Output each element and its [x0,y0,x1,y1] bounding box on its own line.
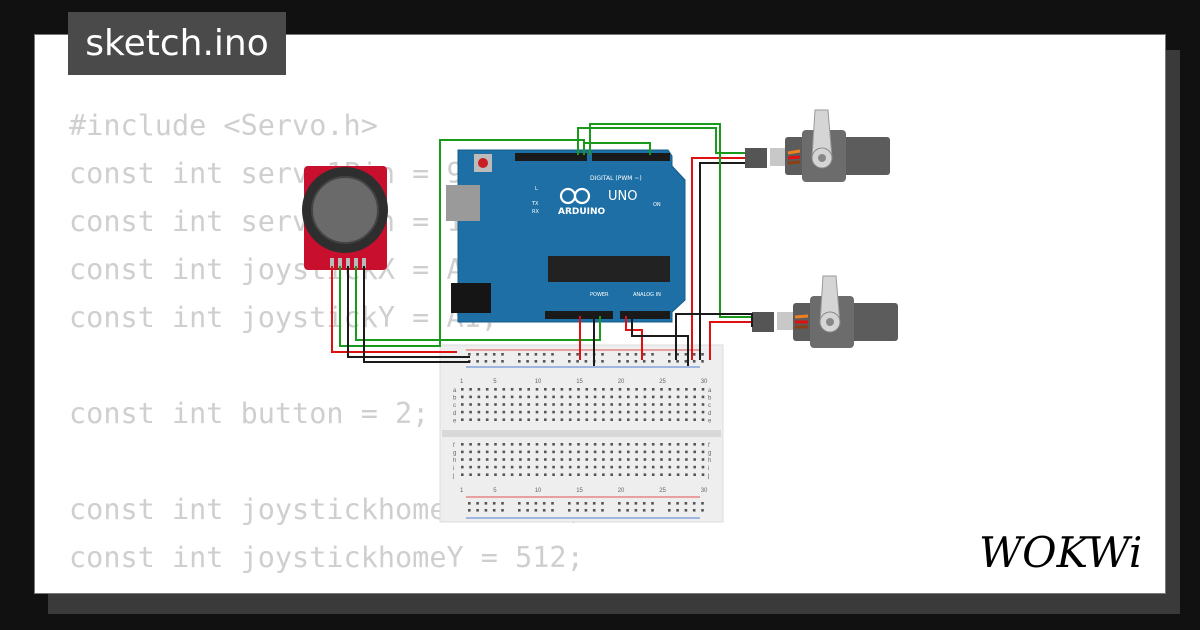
column-number: 30 [701,379,708,385]
rx-label: RX [532,209,539,215]
column-number: 25 [659,379,666,385]
row-letter: g [453,451,456,457]
column-number: 15 [576,488,583,494]
on-label: ON [653,202,661,208]
row-letter: h [453,458,456,464]
joystick-knob[interactable] [311,176,379,244]
code-line: const int joystickhomeY = 512; [69,541,584,574]
analog-header [620,311,670,319]
analog-label: ANALOG IN [633,292,661,298]
breadboard-holes [461,353,705,512]
servo-1[interactable] [745,109,890,182]
digital-header-right [592,153,670,161]
row-letter: f [453,443,455,449]
row-letter: g [708,451,711,457]
tx-label: TX [531,201,539,207]
column-number: 1 [460,379,464,385]
row-letter: j [707,473,709,479]
column-number: 10 [535,379,542,385]
servo-2[interactable] [752,275,898,348]
arduino-uno[interactable]: DIGITAL (PWM ~) ARDUINO UNO ON TX RX L P… [446,149,686,323]
column-number: 25 [659,488,666,494]
file-tab[interactable]: sketch.ino [68,12,286,75]
row-letter: c [708,403,711,409]
code-line: const int joystickY = A1; [69,301,498,334]
code-line: const int joystickdeadband = 50; [69,582,618,593]
column-number: 5 [493,488,497,494]
row-letter: i [708,466,709,472]
row-letter: d [708,411,711,417]
column-number: 5 [493,379,497,385]
column-number: 1 [460,488,464,494]
row-letter: c [453,403,456,409]
row-letter: e [708,418,712,424]
column-number: 15 [576,379,583,385]
power-jack [451,283,491,313]
row-letter: a [708,388,712,394]
column-number: 20 [618,488,625,494]
row-letter: j [452,473,454,479]
column-number: 10 [535,488,542,494]
digital-label: DIGITAL (PWM ~) [590,175,642,182]
arduino-model: UNO [608,189,637,204]
row-letter: a [453,388,457,394]
row-letter: d [453,411,456,417]
row-letter: b [453,396,457,402]
wokwi-logo: WOKWi [979,528,1142,577]
arduino-brand: ARDUINO [558,207,606,217]
code-line: const int button = 2; [69,397,430,430]
atmega-chip [548,256,670,282]
row-letter: b [708,396,712,402]
row-letter: f [708,443,710,449]
row-letter: i [453,466,454,472]
wires [331,123,809,366]
l-label: L [535,186,538,192]
digital-header-left [515,153,587,161]
code-line: #include <Servo.h> [69,109,378,142]
row-letter: e [453,418,457,424]
usb-port [446,185,480,221]
power-label: POWER [590,292,609,298]
column-number: 20 [618,379,625,385]
joystick-module[interactable] [302,166,388,270]
wokwi-logo-text: WOKWi [979,528,1142,577]
row-letter: h [708,458,711,464]
column-number: 30 [701,488,708,494]
arduino-infinity-logo [559,187,591,205]
power-header [545,311,613,319]
